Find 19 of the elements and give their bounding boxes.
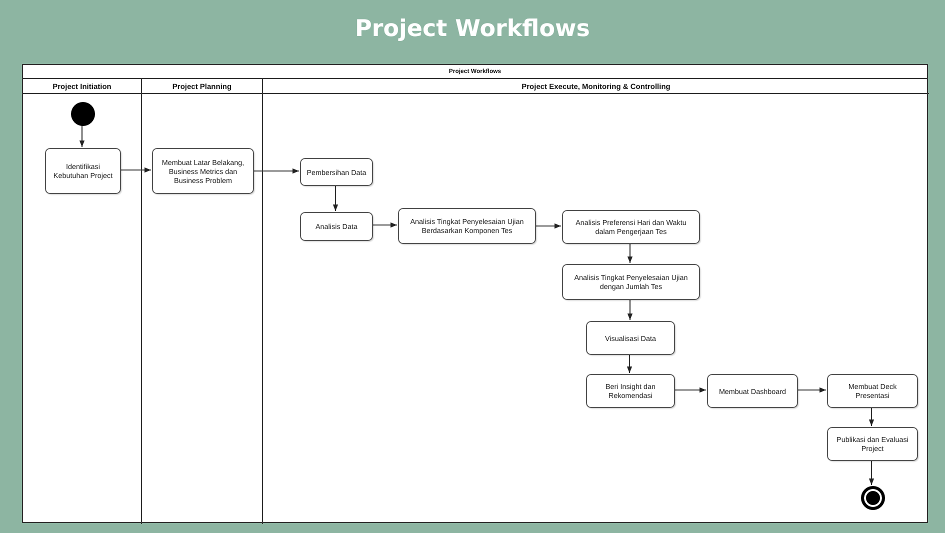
swimlane (23, 79, 142, 524)
arrow (627, 299, 633, 320)
start-circle (71, 102, 95, 126)
arrow (120, 167, 151, 173)
arrow (79, 125, 85, 147)
arrow (372, 222, 397, 228)
arrow (627, 243, 633, 263)
arrow (535, 223, 561, 229)
arrow (674, 387, 706, 393)
arrow (253, 168, 299, 174)
arrow (868, 407, 874, 426)
swimlane (142, 79, 263, 524)
diagram-title: Project Workflows (354, 16, 591, 42)
arrow (797, 387, 826, 393)
end-bullseye (861, 486, 885, 510)
arrow (626, 354, 632, 373)
swimlane-pool (22, 64, 928, 523)
arrow (332, 185, 338, 211)
arrow (868, 460, 874, 485)
